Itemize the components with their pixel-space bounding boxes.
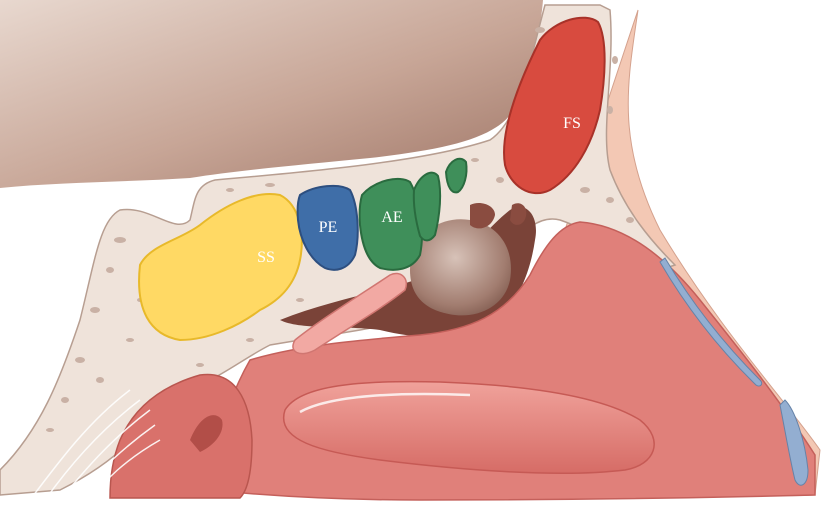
sinus-label-pe: PE	[319, 219, 338, 236]
sinus-label-ae: AE	[381, 209, 402, 226]
sinus-label-fs: FS	[563, 115, 581, 132]
sinus-label-ss: SS	[257, 249, 275, 266]
